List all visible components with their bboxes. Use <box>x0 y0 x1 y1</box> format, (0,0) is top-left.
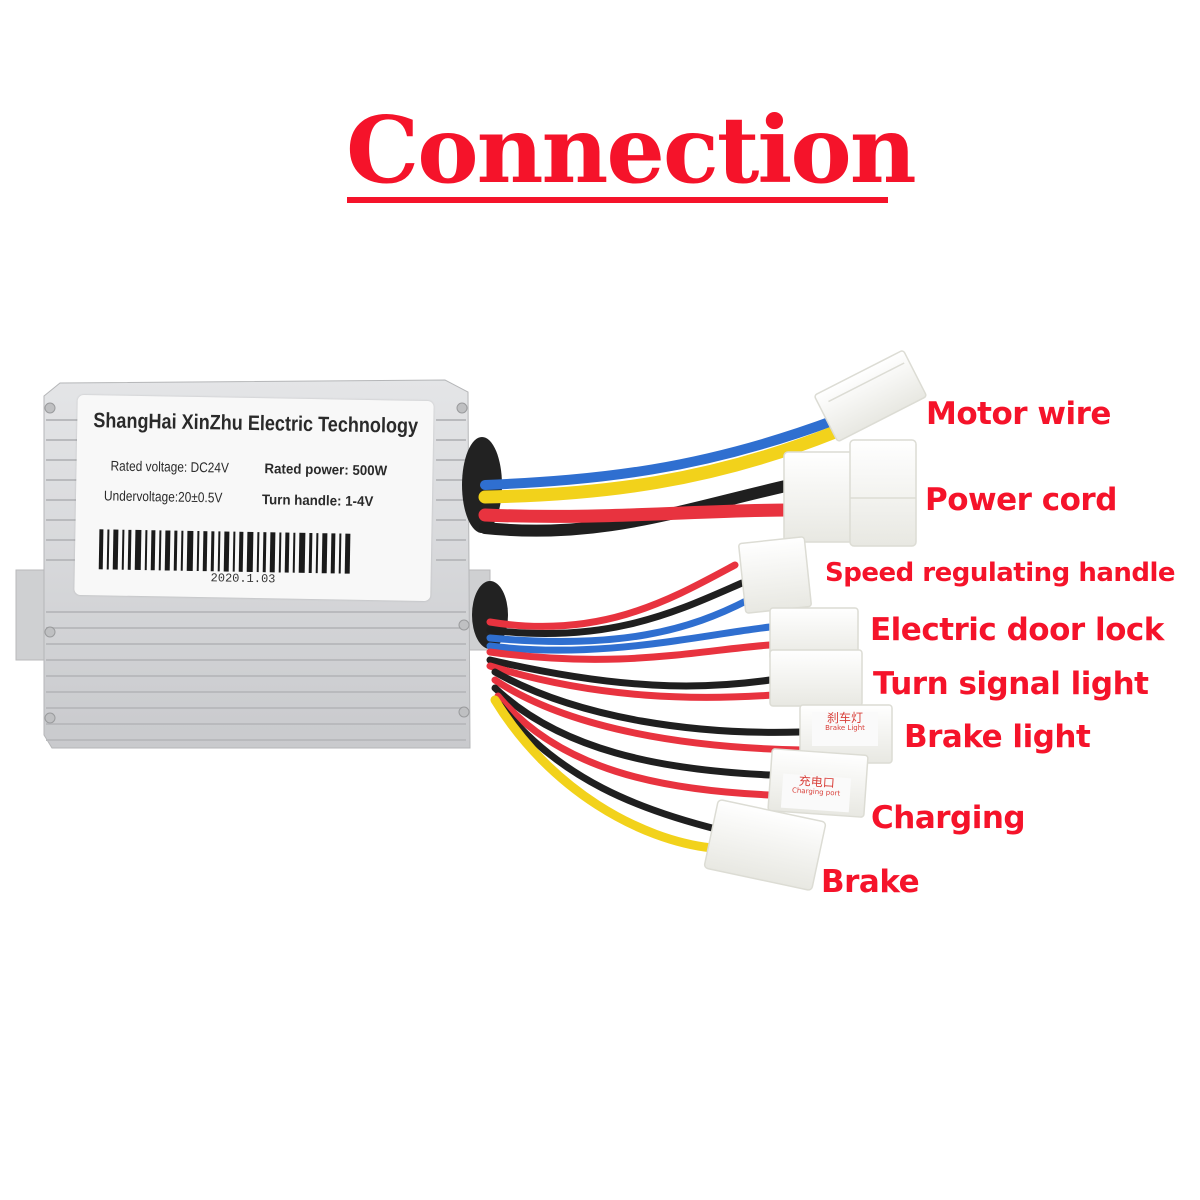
page-title: Connection <box>346 96 917 204</box>
callout-speed-regulating-handle: Speed regulating handle <box>825 558 1176 588</box>
charging-connector-tag: 充电口 Charging port <box>780 773 852 813</box>
spec-rated-voltage: Rated voltage: DC24V <box>110 457 230 476</box>
upper-wire-harness <box>478 415 842 537</box>
callout-turn-signal-light: Turn signal light <box>873 666 1149 702</box>
callout-electric-door-lock: Electric door lock <box>870 612 1164 648</box>
brake-light-tag-en: Brake Light <box>825 724 865 733</box>
spec-turn-handle: Turn handle: 1-4V <box>261 491 374 510</box>
callout-motor-wire: Motor wire <box>926 396 1111 432</box>
spec-undervoltage: Undervoltage:20±0.5V <box>103 487 223 506</box>
callout-brake: Brake <box>821 864 920 900</box>
controller-label-sticker: ShangHai XinZhu Electric Technology Rate… <box>74 394 434 602</box>
brake-light-connector-tag: 刹车灯 Brake Light <box>812 711 878 746</box>
spec-rated-power: Rated power: 500W <box>264 460 388 479</box>
date-code: 2020.1.03 <box>210 571 276 587</box>
brake-light-tag-cn: 刹车灯 <box>826 711 863 725</box>
callout-charging: Charging <box>871 800 1026 836</box>
callout-power-cord: Power cord <box>925 482 1117 518</box>
controller-brand: ShangHai XinZhu Electric Technology <box>93 409 419 438</box>
callout-brake-light: Brake light <box>904 719 1091 755</box>
lower-wire-harness <box>486 561 807 853</box>
barcode <box>98 529 400 574</box>
title-underline <box>347 197 888 203</box>
